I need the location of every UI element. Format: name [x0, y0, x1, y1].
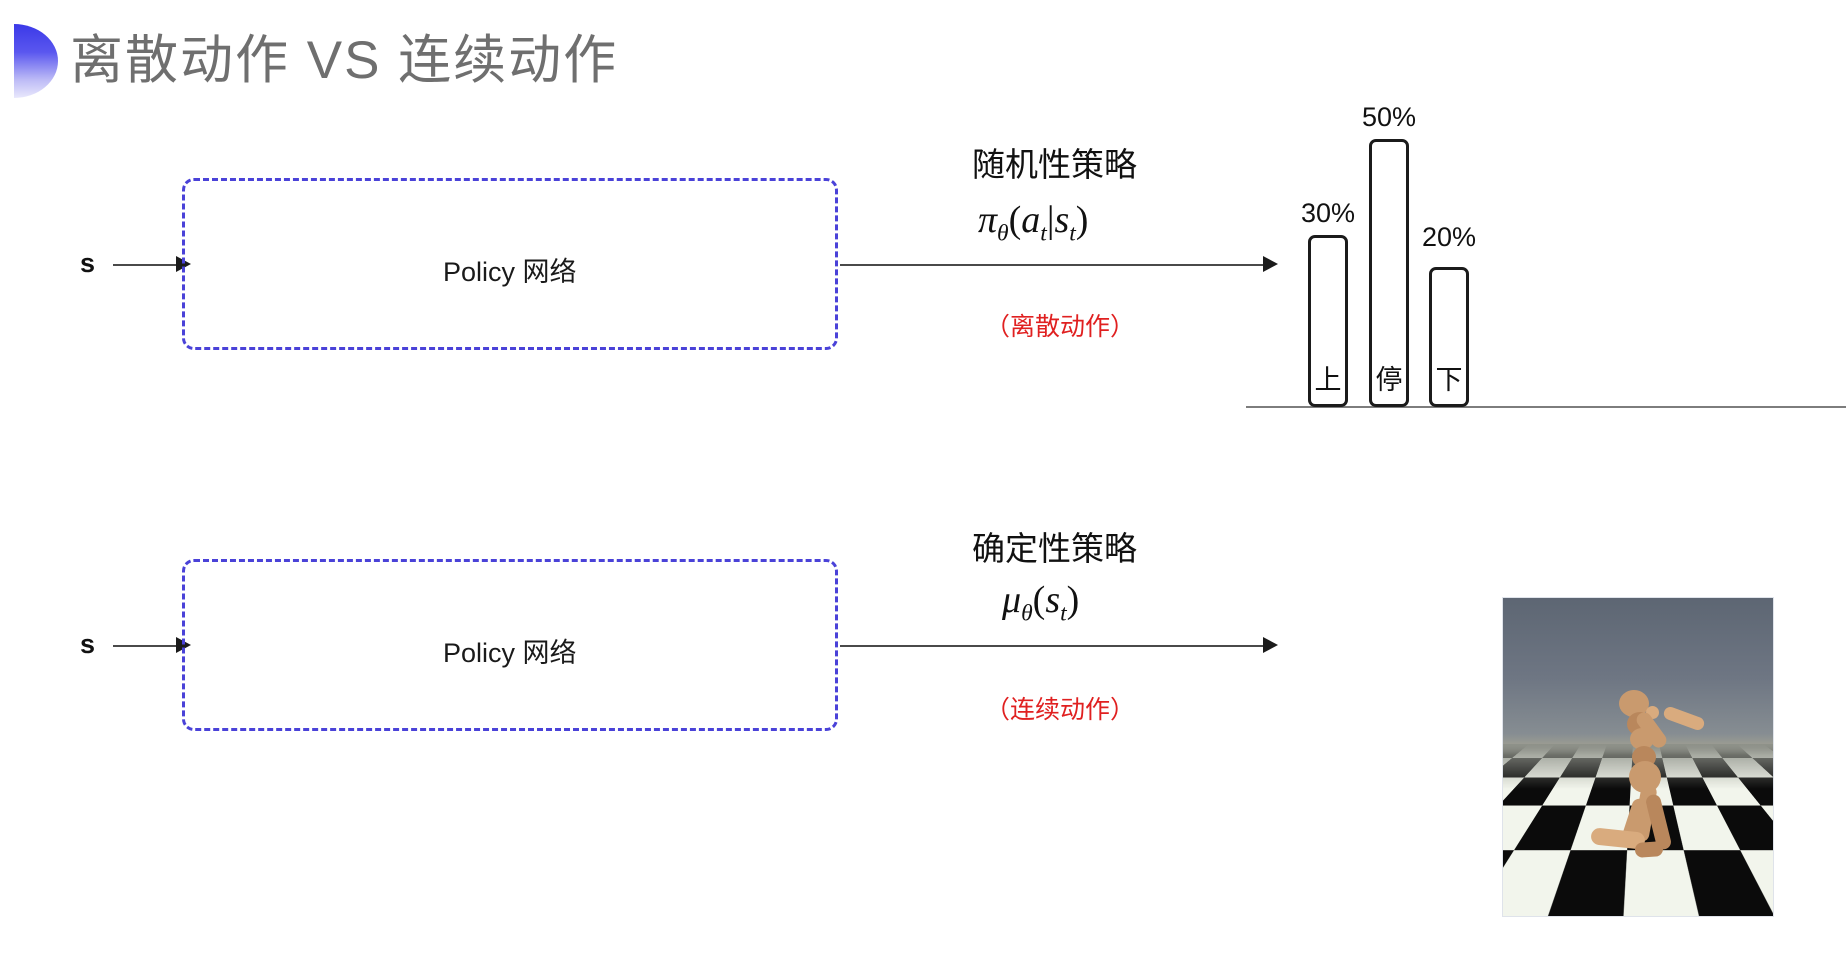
input-arrow-line-continuous	[113, 645, 181, 647]
bar-value-2: 20%	[1421, 222, 1477, 252]
formula-open-paren: (	[1008, 199, 1022, 241]
formula-arg1: s	[1045, 579, 1061, 621]
bar-value-0: 30%	[1300, 198, 1356, 228]
bar-value-1: 50%	[1361, 102, 1417, 132]
formula-arg1: a	[1021, 199, 1041, 241]
deterministic-policy-title: 确定性策略	[972, 530, 1137, 567]
page-title: 离散动作 VS 连续动作	[70, 31, 619, 90]
formula-fn: μ	[1002, 579, 1022, 621]
formula-bar: |	[1046, 199, 1055, 241]
state-label-discrete: s	[80, 248, 96, 278]
humanoid-simulation-image	[1503, 598, 1773, 916]
formula-close-paren: )	[1066, 579, 1080, 621]
output-arrow-line-continuous	[840, 645, 1268, 647]
bar-1	[1369, 139, 1409, 407]
input-arrow-line-discrete	[113, 264, 181, 266]
chart-x-axis	[1246, 406, 1846, 408]
bar-category-1: 停	[1375, 365, 1403, 395]
formula-param: θ	[1021, 600, 1033, 627]
formula-close-paren: )	[1075, 199, 1089, 241]
formula-arg2-sub: t	[1069, 220, 1076, 247]
output-arrow-head-discrete	[1263, 256, 1278, 272]
output-arrow-line-discrete	[840, 264, 1268, 266]
continuous-action-note: （连续动作）	[985, 696, 1136, 724]
formula-open-paren: (	[1032, 579, 1046, 621]
stochastic-policy-formula: πθ(at|st)	[978, 198, 1088, 248]
humanoid-foot-front	[1634, 841, 1664, 858]
bar-category-2: 下	[1435, 365, 1463, 395]
output-arrow-head-continuous	[1263, 637, 1278, 653]
policy-network-label-continuous: Policy 网络	[443, 638, 577, 668]
formula-arg1-sub: t	[1040, 220, 1047, 247]
stochastic-policy-title: 随机性策略	[972, 146, 1137, 183]
title-accent-shape-icon	[14, 24, 58, 98]
bar-category-0: 上	[1314, 365, 1342, 395]
deterministic-policy-formula: μθ(st)	[1002, 578, 1079, 628]
discrete-action-note: （离散动作）	[985, 313, 1136, 341]
formula-fn: π	[978, 199, 998, 241]
policy-network-box-discrete[interactable]	[182, 178, 838, 350]
formula-param: θ	[997, 220, 1009, 247]
policy-network-label-discrete: Policy 网络	[443, 257, 577, 287]
policy-network-box-continuous[interactable]	[182, 559, 838, 731]
bar-0	[1308, 235, 1348, 407]
bar-2	[1429, 267, 1469, 407]
state-label-continuous: s	[80, 629, 96, 659]
formula-arg2: s	[1054, 199, 1070, 241]
formula-arg1-sub: t	[1060, 600, 1067, 627]
